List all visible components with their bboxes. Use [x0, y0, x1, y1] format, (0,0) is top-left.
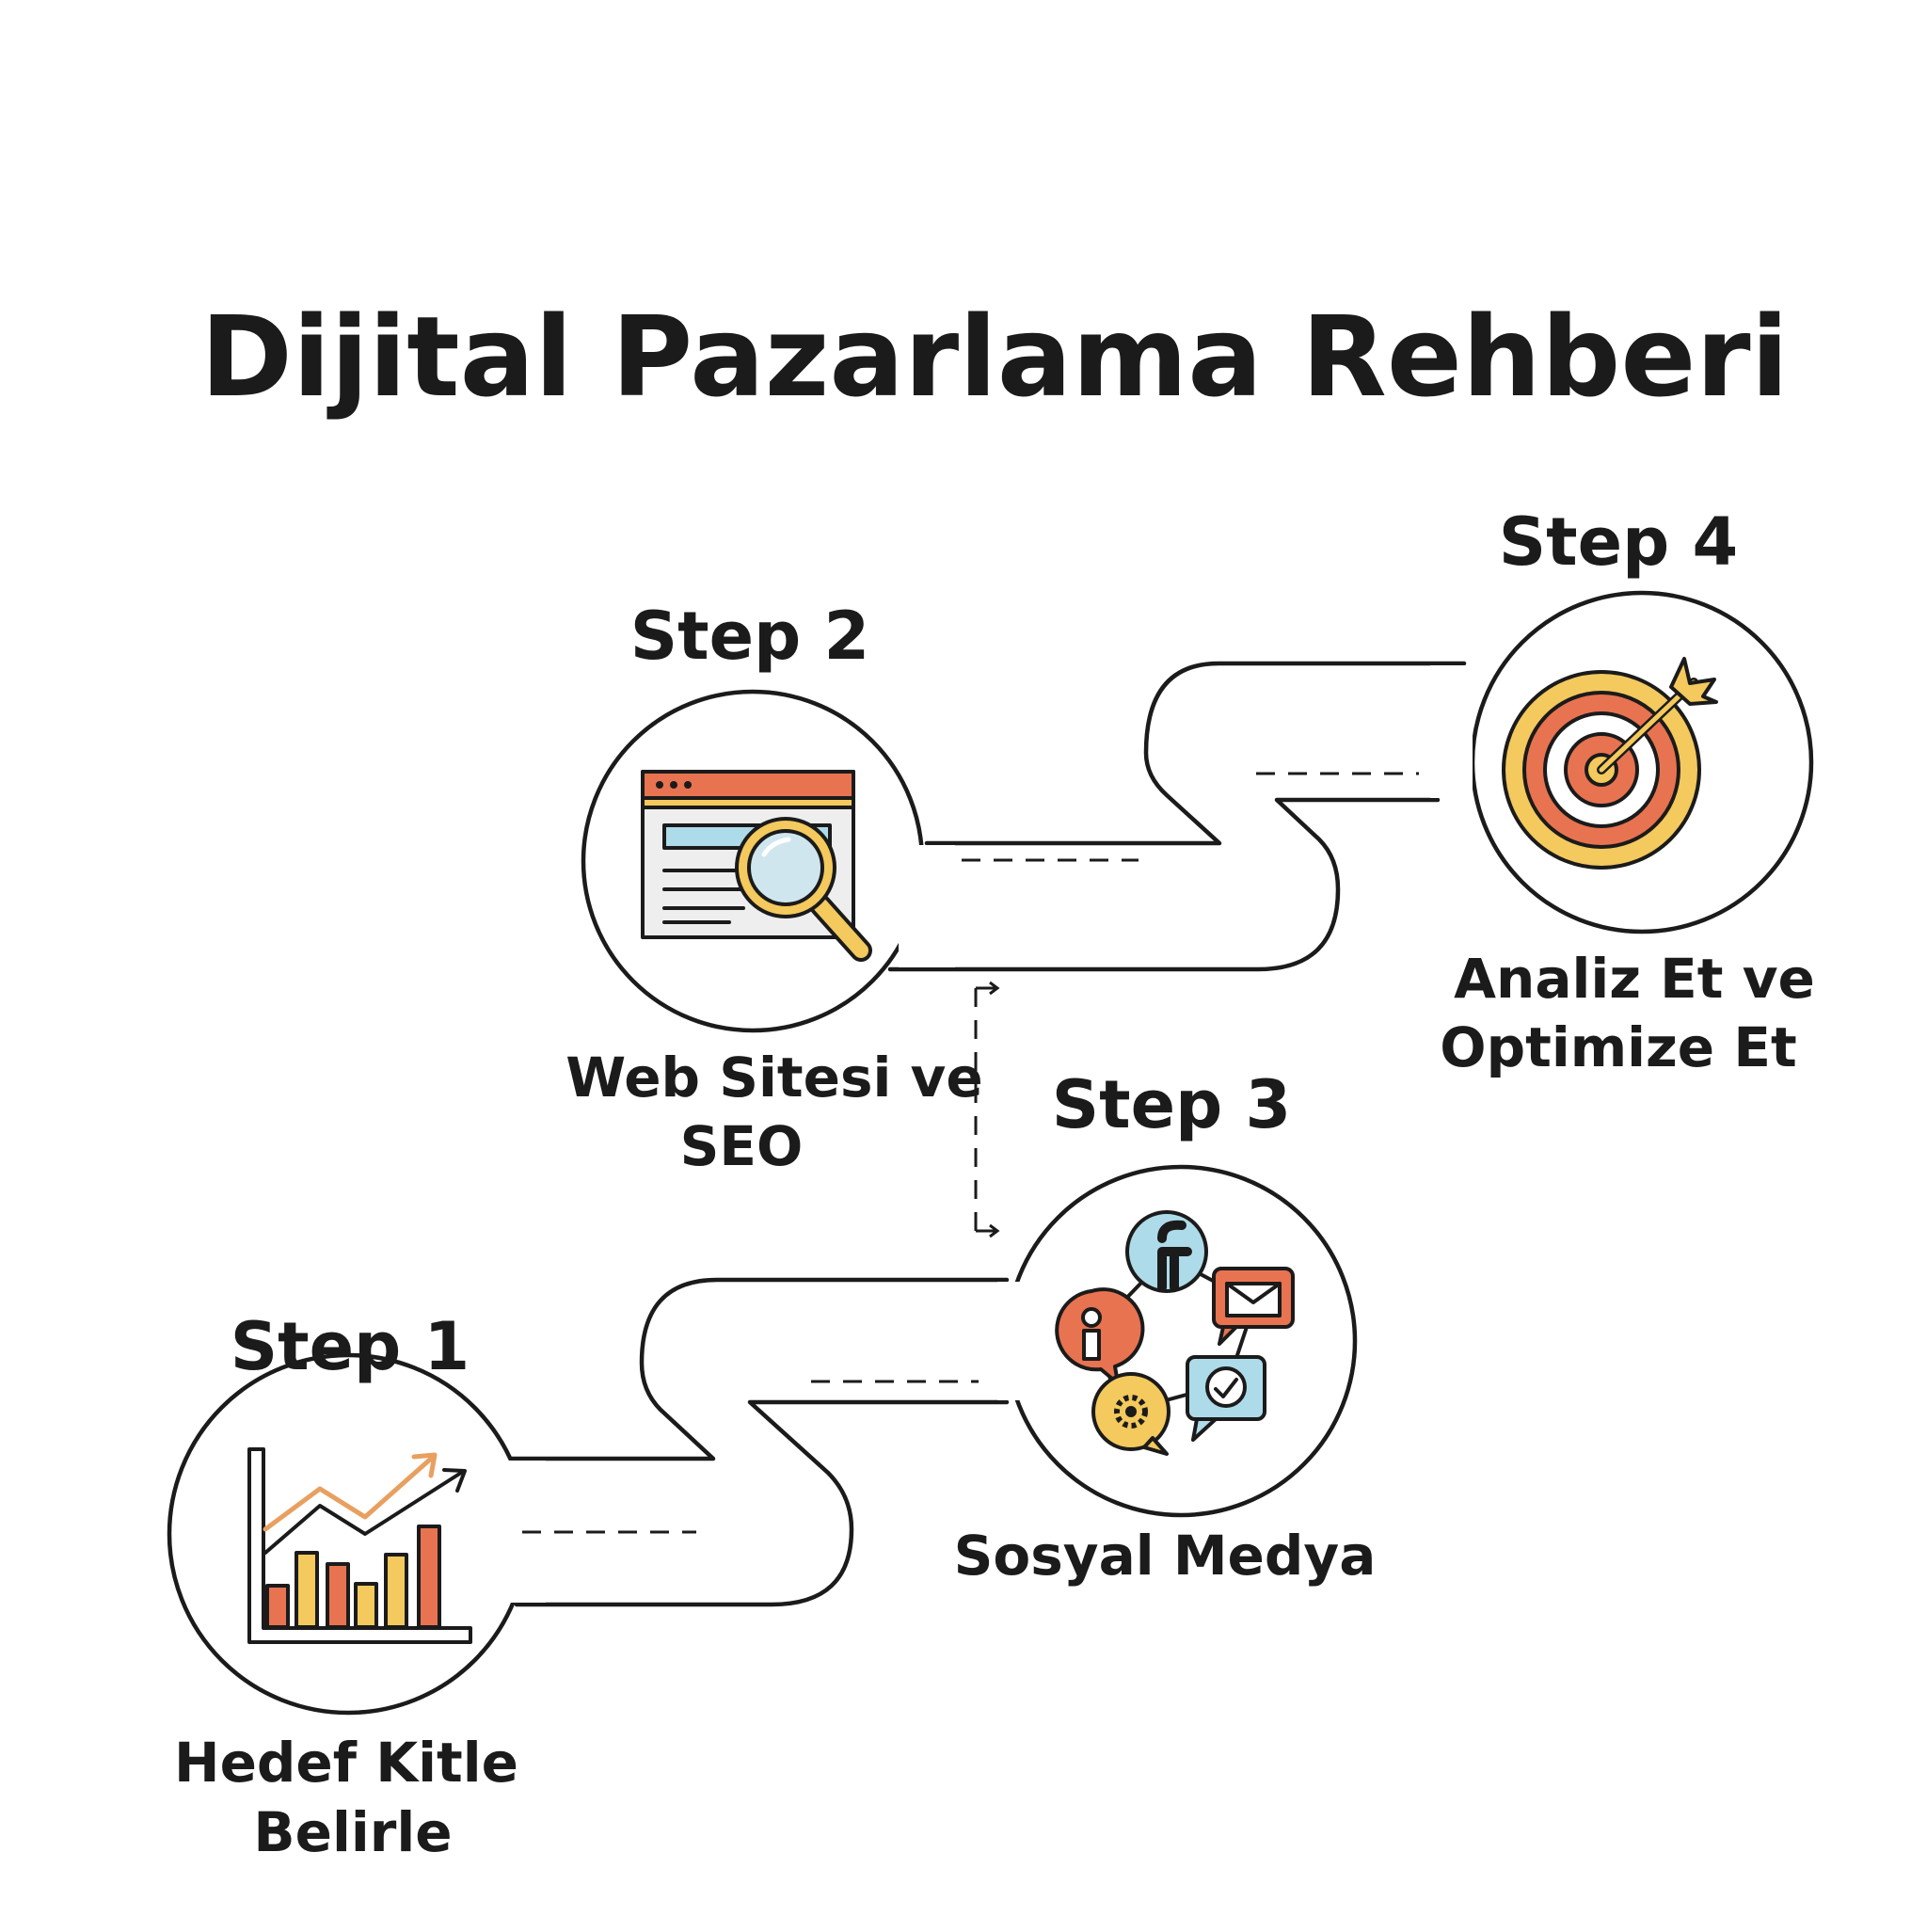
road-joint-3 [997, 1282, 1035, 1400]
website-search-icon [641, 770, 872, 962]
step-2-text: SEO [680, 1114, 804, 1178]
page-title: Dijital Pazarlama Rehberi [200, 292, 1789, 422]
step-3-label: Step 3 [1052, 1066, 1292, 1143]
step-4-text: Analiz Et ve [1454, 947, 1815, 1011]
step-4-text: Optimize Et [1440, 1015, 1796, 1079]
road-joint-2 [899, 845, 955, 967]
step-4-label: Step 4 [1499, 503, 1739, 581]
dashed-connector [974, 981, 1000, 1238]
chart-growth-icon [247, 1447, 472, 1644]
road-segment-1-3 [493, 1277, 1010, 1607]
step-1-text: Belirle [253, 1800, 452, 1864]
target-arrow-icon [1502, 657, 1718, 870]
step-2-label: Step 2 [630, 598, 870, 675]
step-1-circle [167, 1352, 530, 1716]
road-segment-2-4 [887, 661, 1467, 972]
step-2-text: Web Sitesi ve [565, 1046, 982, 1110]
step-3-text: Sosyal Medya [954, 1524, 1377, 1588]
step-1-label: Step 1 [231, 1308, 470, 1385]
social-network-icon [1055, 1210, 1295, 1456]
road-joint-4 [1430, 665, 1473, 798]
step-1-text: Hedef Kitle [174, 1731, 518, 1795]
